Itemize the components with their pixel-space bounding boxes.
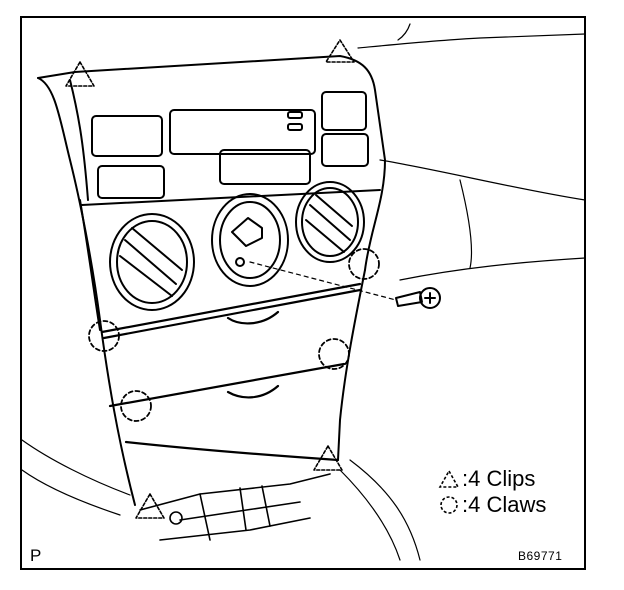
claw-markers: [88, 248, 380, 422]
clip-markers: [65, 39, 355, 519]
drawer-panels: [100, 282, 362, 462]
air-vents: [109, 181, 365, 311]
control-knob: [211, 193, 289, 287]
corner-label: P: [30, 546, 42, 565]
clip-marker: [65, 61, 95, 87]
triangle-icon: [438, 469, 460, 488]
clip-marker: [325, 39, 355, 63]
claw-marker: [120, 390, 152, 422]
claw-marker: [318, 338, 350, 370]
audio-panel-openings: [91, 91, 369, 199]
console-panel-outline: [37, 55, 386, 506]
screw: [249, 261, 441, 309]
legend-clips: :4 Clips: [438, 466, 546, 492]
figure-code: B69771: [518, 549, 563, 563]
legend-clips-label: :4 Clips: [462, 466, 536, 491]
lower-console: [139, 473, 331, 541]
claw-marker: [348, 248, 380, 280]
diagram-frame: [20, 16, 586, 570]
dashed-circle-icon: [440, 496, 458, 514]
legend: :4 Clips :4 Claws: [438, 466, 546, 518]
clip-marker: [313, 445, 343, 471]
claw-marker: [88, 320, 120, 352]
dashboard-background-lines: [21, 23, 586, 561]
legend-claws-label: :4 Claws: [462, 492, 547, 517]
legend-claws: :4 Claws: [438, 492, 546, 518]
clip-marker: [135, 493, 165, 519]
